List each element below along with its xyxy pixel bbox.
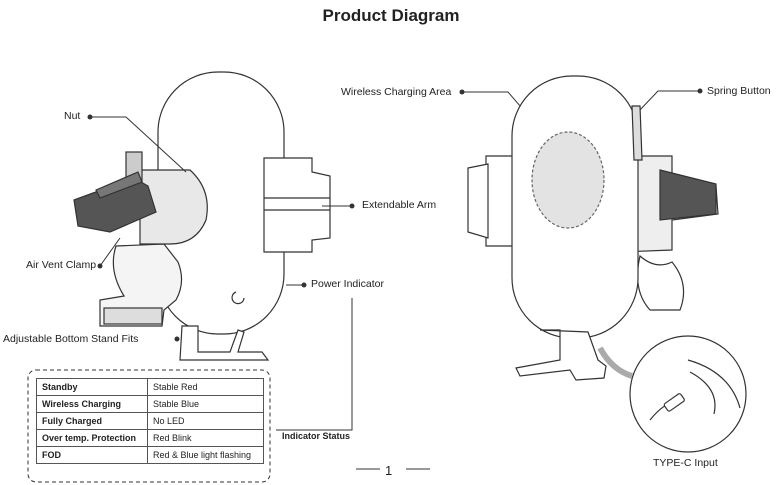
state-cell: Fully Charged	[36, 412, 148, 430]
indicator-status-table: Standby Stable Red Wireless Charging Sta…	[36, 378, 264, 464]
label-air-vent-clamp: Air Vent Clamp	[26, 259, 97, 271]
indicator-status-title: Indicator Status	[282, 431, 351, 441]
table-row: Wireless Charging Stable Blue	[36, 395, 264, 413]
label-power-indicator: Power Indicator	[311, 278, 384, 290]
state-cell: Standby	[36, 378, 148, 396]
page-title: Product Diagram	[322, 6, 460, 25]
right-bottom-stand	[515, 329, 607, 381]
spring-button	[631, 105, 643, 161]
table-row: Standby Stable Red	[36, 378, 264, 396]
wireless-charging-area	[531, 131, 605, 229]
table-row: Fully Charged No LED	[36, 412, 264, 430]
led-cell: Red Blink	[147, 429, 264, 447]
led-cell: No LED	[147, 412, 264, 430]
label-typec-input: TYPE-C Input	[653, 457, 718, 469]
page-number: 1	[385, 463, 393, 478]
indicator-table-frame	[27, 369, 271, 483]
label-wireless-charging-area: Wireless Charging Area	[341, 86, 452, 98]
left-bottom-stand	[179, 325, 270, 361]
table-row: FOD Red & Blue light flashing	[36, 446, 264, 464]
label-nut: Nut	[64, 110, 81, 122]
label-adjustable-bottom: Adjustable Bottom Stand Fits	[3, 333, 139, 345]
led-cell: Stable Red	[147, 378, 264, 396]
state-cell: Over temp. Protection	[36, 429, 148, 447]
table-row: Over temp. Protection Red Blink	[36, 429, 264, 447]
led-cell: Red & Blue light flashing	[147, 446, 264, 464]
typec-callout	[629, 335, 747, 453]
state-cell: FOD	[36, 446, 148, 464]
state-cell: Wireless Charging	[36, 395, 148, 413]
label-extendable-arm: Extendable Arm	[362, 199, 437, 211]
left-extendable-arm	[263, 157, 331, 253]
left-nut	[139, 169, 208, 245]
power-indicator-led	[231, 291, 245, 305]
left-clamp-base	[99, 243, 183, 327]
led-cell: Stable Blue	[147, 395, 264, 413]
typec-plug	[663, 393, 685, 412]
label-spring-button: Spring Button	[707, 85, 771, 97]
